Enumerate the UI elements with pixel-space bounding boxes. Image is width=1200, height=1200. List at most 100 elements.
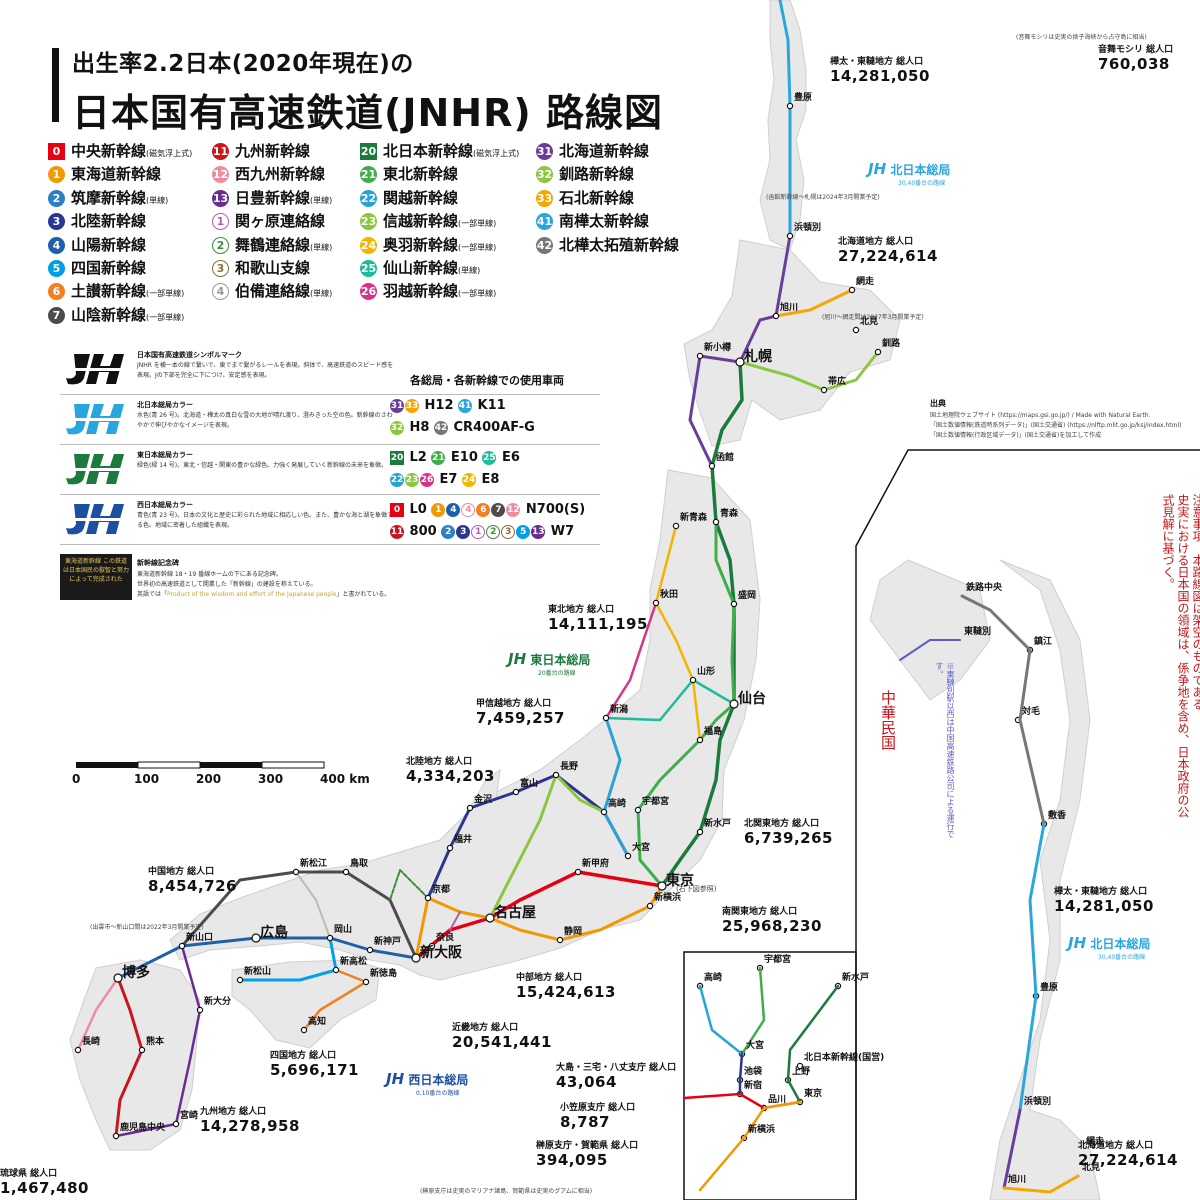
line-note: (単線)	[310, 289, 333, 299]
inset-line-1	[698, 1100, 802, 1192]
vehicle-line-badge: 23	[405, 472, 419, 487]
vehicle-model: E10	[446, 450, 483, 465]
population-label: 樺太・東韃地方 総人口	[830, 57, 924, 67]
station-dot	[236, 976, 244, 984]
station-dot	[292, 868, 300, 876]
vehicle-model: W7	[546, 524, 575, 539]
vehicle-model: H12	[420, 398, 459, 413]
inset-north-station-label: 東韃別	[964, 627, 992, 637]
bureau-north-inset-logo: JH	[1068, 934, 1087, 952]
station-label: 浜頓別	[794, 223, 822, 233]
inset-north-station-label: 鎮江	[1034, 637, 1053, 647]
source-1: 国土地理院ウェブサイト (https://maps.gsi.go.jp/) / …	[930, 412, 1151, 419]
station-label: 新大阪	[420, 945, 462, 961]
station-label: 金沢	[474, 795, 493, 805]
inset-tokyo-station-label: 池袋	[744, 1067, 763, 1077]
memorial-plaque: 東海道新幹線 この鉄道は日本国民の叡智と努力によって完成された	[60, 554, 132, 600]
station-dot	[874, 348, 882, 356]
line-number-badge: 1	[48, 166, 65, 184]
vehicle-model: K11	[473, 398, 506, 413]
line-number-badge: 12	[212, 166, 229, 184]
vehicle-line-badge: 2	[486, 524, 501, 539]
vehicle-line-badge: 22	[390, 472, 404, 487]
source-3: 「国土数値情報(行政区域データ)」(国土交通省)を加工して作成	[930, 432, 1102, 439]
scale-tick-label: 300	[258, 772, 284, 786]
station-label: 豊原	[794, 93, 813, 103]
vehicle-model: L2	[405, 450, 432, 465]
line-number-badge: 32	[536, 166, 553, 184]
source-2: 「国土数値情報(鉄道時系列データ)」(国土交通省) (https://nlftp…	[930, 422, 1182, 429]
line-0-chuo	[414, 870, 664, 960]
line-number-badge: 1	[212, 213, 229, 231]
station-label: 大宮	[632, 843, 651, 853]
inset-north-station-label: 旭川	[1008, 1175, 1027, 1185]
population-label: 北陸地方 総人口	[406, 757, 473, 767]
line-name: 伯備連絡線	[235, 282, 311, 301]
vehicle-model: H8	[405, 420, 434, 435]
vehicle-line-badge: 12	[506, 502, 521, 517]
vehicle-line-badge: 0	[390, 502, 404, 517]
population-label: 大島・三宅・八丈支庁 総人口	[556, 1063, 677, 1073]
station-dot	[772, 312, 780, 320]
line-number-badge: 11	[212, 143, 229, 160]
vehicle-line-badge: 26	[420, 472, 434, 487]
station-dot	[172, 1120, 180, 1128]
line-number-badge: 6	[48, 283, 65, 301]
inset-line-21	[740, 966, 766, 1056]
inset-tokyo-station-label: 新水戸	[842, 973, 870, 983]
inset-line-31	[1002, 1108, 1022, 1190]
line-1-tokaido	[414, 884, 664, 960]
station-dot	[332, 966, 340, 974]
inset-tokyo-station-label: 東京	[804, 1089, 823, 1099]
line-name: 東海道新幹線	[71, 165, 162, 184]
vehicle-line-badge: 3	[501, 524, 516, 539]
jnhr-logo-mark	[60, 398, 124, 440]
line-number-badge: 23	[360, 213, 377, 231]
line-33-sekihoku	[774, 288, 854, 318]
population-value: 14,111,195	[548, 615, 648, 633]
station-label: 函館	[716, 453, 735, 463]
line-13-nippo	[114, 944, 202, 1138]
station-label: 新潟	[610, 705, 629, 715]
station-dot	[552, 771, 560, 779]
china-note: ※東韃別駅以西は中国高速鉄路公司による運行です。	[935, 662, 955, 838]
sakhalin-landmass	[759, 0, 807, 251]
station-dot	[672, 522, 680, 530]
population-value: 7,459,257	[476, 709, 565, 727]
station-dot	[848, 286, 856, 294]
note-onbu: (音舞モシリは史実の捨子海峡から占守島に相当)	[1016, 34, 1147, 41]
station-label: 熊本	[146, 1037, 165, 1047]
line-number-badge: 20	[360, 143, 377, 160]
population-label: 中国地方 総人口	[148, 867, 215, 877]
inset-tokyo-station-label: 北日本新幹線(国営)	[804, 1053, 885, 1063]
shikoku-landmass	[231, 959, 381, 1049]
station-dot	[466, 804, 474, 812]
inset-line-22	[698, 984, 744, 1056]
vehicle-line-badge: 42	[433, 420, 448, 435]
population-value: 5,696,171	[270, 1061, 359, 1079]
scale-tick-label: 100	[134, 772, 160, 786]
vehicle-line-badge: 21	[431, 450, 446, 465]
mark-text: 水色(青 26 号)。北海道・樺太の真白な雪の大地が晴れ渡り、澄みきった空の色。…	[137, 412, 393, 429]
station-dot	[113, 973, 123, 983]
population-value: 27,224,614	[1078, 1151, 1178, 1169]
inset-tokyo-station-label: 新横浜	[748, 1125, 776, 1135]
bureau-north: JH 北日本総局 30,40番台の路線	[868, 160, 951, 187]
sources-title: 出典	[930, 399, 946, 408]
station-label: 名古屋	[494, 905, 536, 921]
bureau-east: JH 東日本総局 20番台の路線	[508, 650, 591, 677]
mark-title: 西日本総局カラー	[137, 501, 193, 509]
station-dot	[112, 1132, 120, 1140]
